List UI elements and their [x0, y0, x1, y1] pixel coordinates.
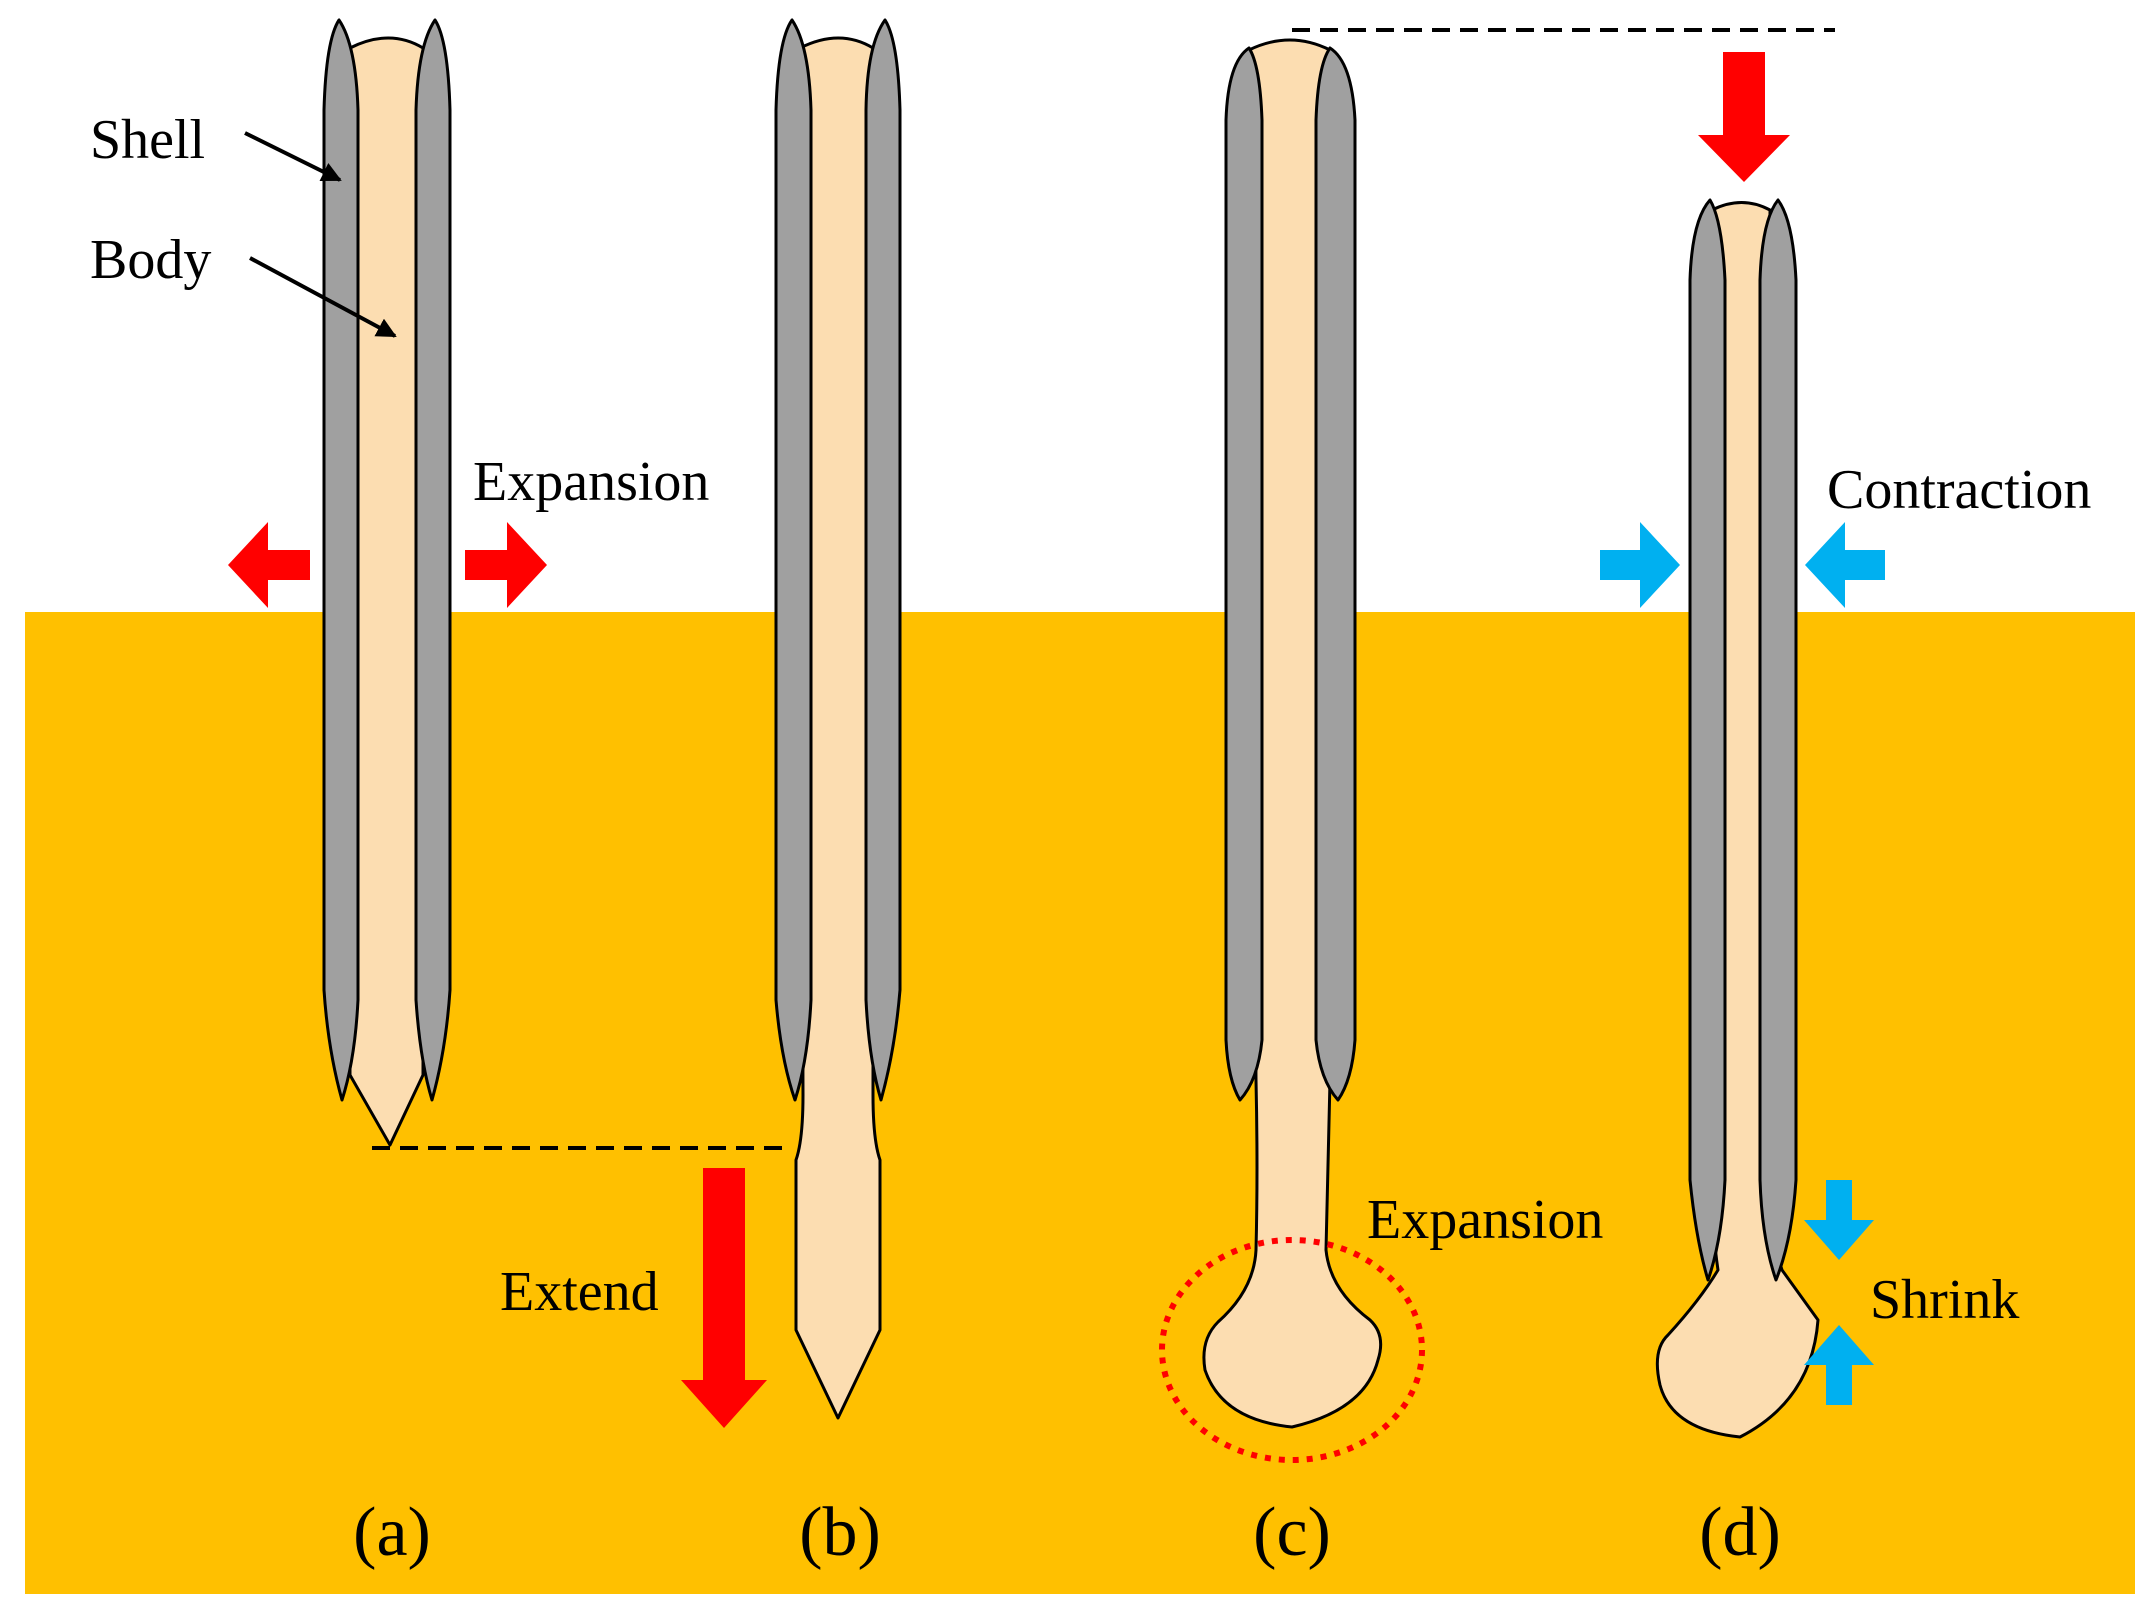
probe-a-shell-left: [322, 18, 360, 1102]
probe-c: [1202, 38, 1383, 1429]
probe-a: [322, 18, 452, 1147]
extend-label: Extend: [500, 1261, 659, 1323]
extend-arrow: [681, 1168, 767, 1428]
shell-pointer-arrow: [244, 131, 342, 182]
probe-a-body: [348, 36, 425, 1147]
shrink-arrow-up: [1804, 1325, 1874, 1405]
panel-label-a: (a): [353, 1494, 431, 1571]
contraction-arrow-right: [1805, 522, 1885, 608]
body-pointer-arrow: [249, 256, 397, 338]
contraction-arrow-left: [1600, 522, 1680, 608]
shrink-arrow-down: [1804, 1180, 1874, 1260]
probe-c-shell-left: [1224, 46, 1264, 1102]
expansion-arrow-left: [228, 522, 310, 608]
probe-b-shell-left: [774, 18, 813, 1102]
expansion-label-bulb: Expansion: [1367, 1189, 1603, 1251]
probe-a-shell-right: [414, 18, 452, 1102]
expansion-label-top: Expansion: [473, 451, 709, 513]
panel-label-c: (c): [1253, 1494, 1331, 1571]
panel-label-d: (d): [1699, 1494, 1781, 1571]
panel-label-b: (b): [799, 1494, 881, 1571]
probe-d-shell-right: [1758, 198, 1798, 1282]
probe-d: [1655, 198, 1820, 1439]
expansion-arrow-right: [465, 522, 547, 608]
shell-label: Shell: [90, 109, 205, 171]
body-label: Body: [90, 229, 211, 291]
shrink-label: Shrink: [1870, 1269, 2019, 1331]
contraction-label: Contraction: [1827, 459, 2091, 521]
probe-d-shell-left: [1688, 198, 1727, 1282]
bulb-highlight-circle: [1159, 1237, 1425, 1463]
probe-c-shell-right: [1314, 46, 1357, 1102]
probe-b-shell-right: [864, 18, 902, 1102]
probe-b-body: [794, 36, 882, 1420]
probe-c-body: [1202, 38, 1383, 1429]
push-down-arrow: [1698, 52, 1790, 182]
probe-b: [774, 18, 902, 1420]
